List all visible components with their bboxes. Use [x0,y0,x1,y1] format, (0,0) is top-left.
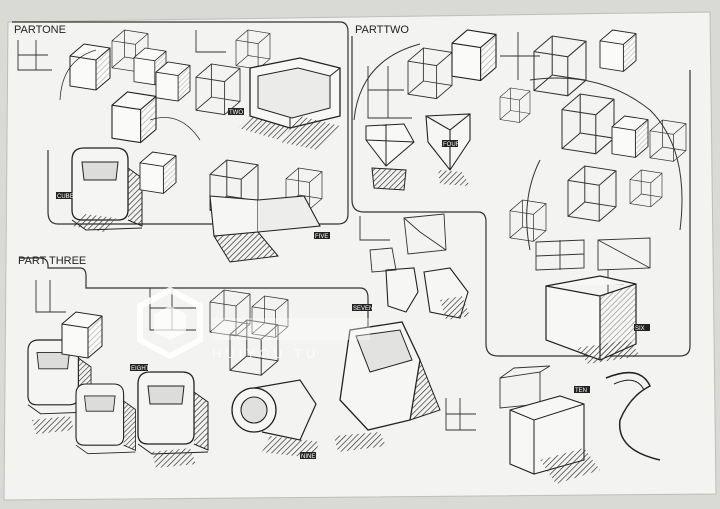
flow-curve [526,159,541,251]
tag: NINE [301,454,315,460]
watermark: HUIYOU TU [137,286,370,361]
tag: CUBE [57,194,74,200]
flow-curve [353,43,421,121]
part-three-title: PART THREE [18,255,86,267]
tag: TWO [229,110,243,116]
tag: EIGHT [131,366,150,372]
part-one-title: PARTONE [14,24,66,36]
watermark-logo [212,318,370,340]
tag: FIVE [315,234,328,240]
part-two-title: PARTTWO [355,24,409,36]
part-three-outline [20,257,369,330]
part-one-outline [12,21,349,225]
shading [32,116,640,468]
tag: TEN [575,388,587,394]
part-one-sketches [59,29,341,263]
part-two-outline [351,36,691,357]
tag: FOUR [443,142,461,148]
tag: SIX [635,326,645,332]
part-two-sketches [365,29,687,361]
sketch-tags: CUBE TWO FOUR FIVE SIX SEVEN EIGHT NINE … [56,108,650,460]
watermark-subtitle: HUIYOU TU [212,346,319,361]
flow-curve [529,77,683,231]
tag: SEVEN [353,306,373,312]
